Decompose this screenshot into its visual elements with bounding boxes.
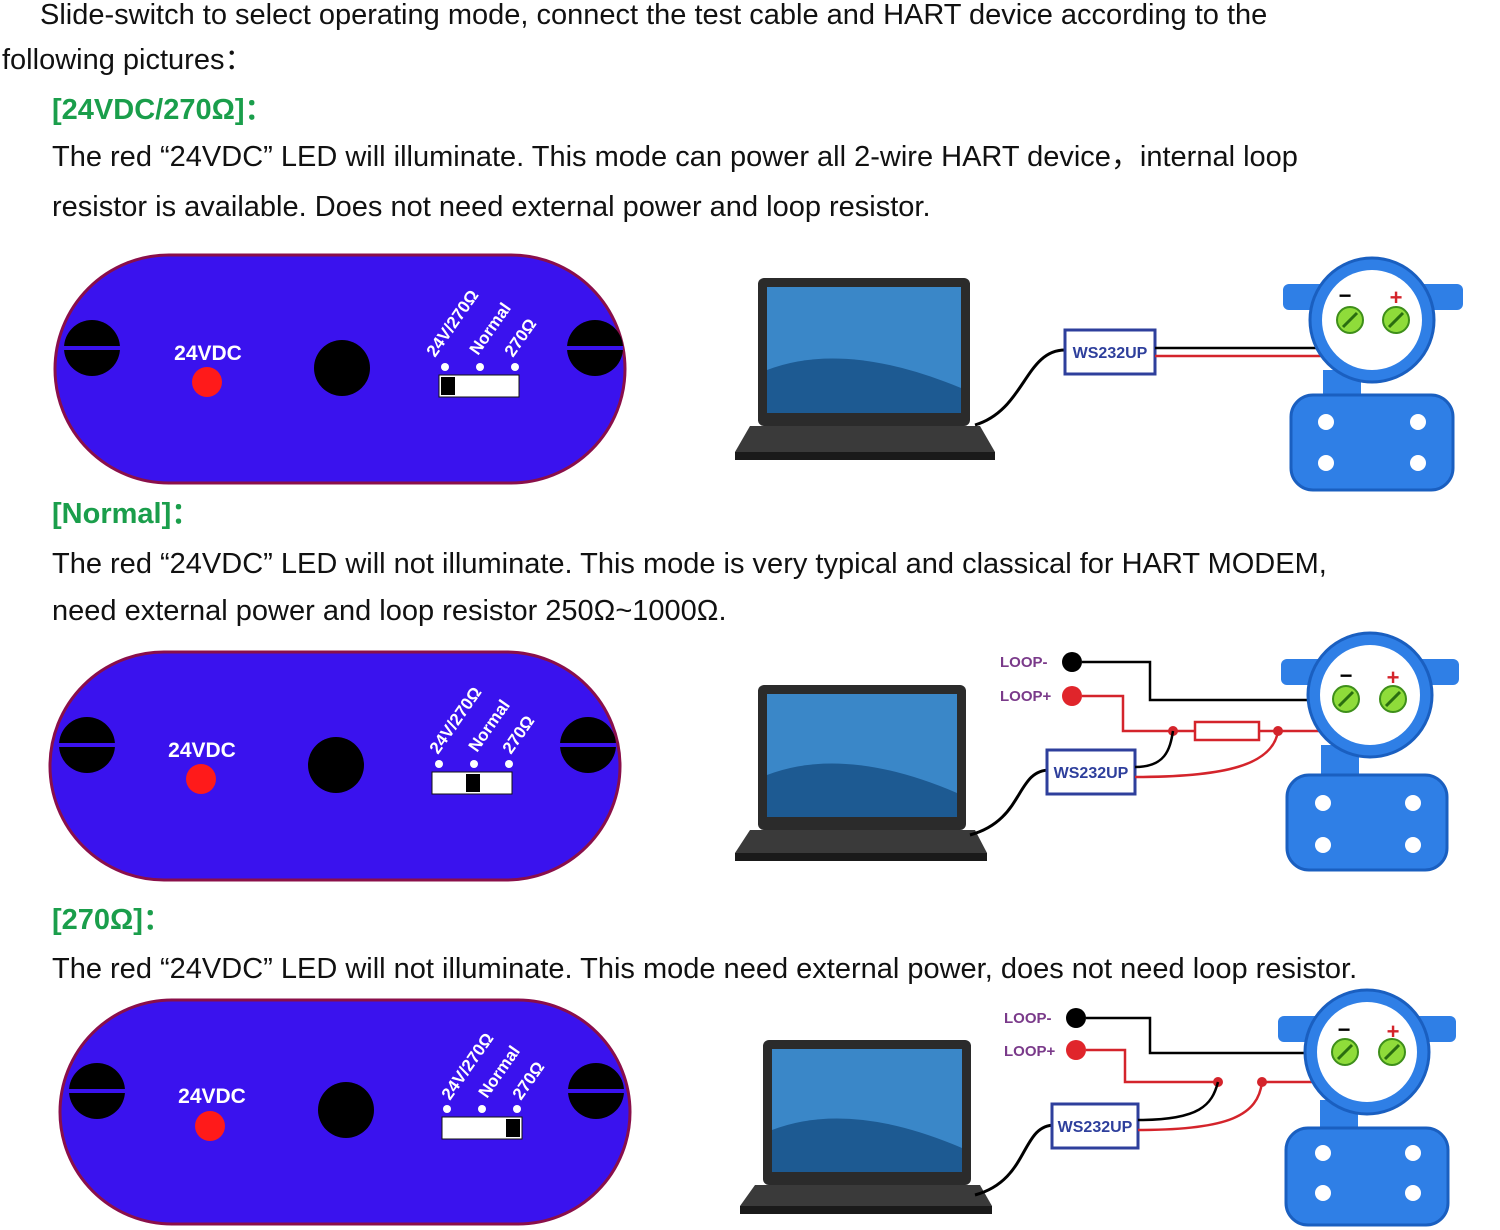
intro-line-2: following pictures： [2, 44, 254, 76]
screw-icon [567, 320, 623, 376]
hart-transmitter-icon [1278, 988, 1456, 1227]
ws232up-label: WS232UP [1054, 765, 1129, 782]
wire-hart-red [1134, 730, 1280, 779]
loop-resistor [1193, 720, 1261, 742]
laptop-icon [740, 1040, 992, 1214]
led-label: 24VDC [174, 342, 242, 365]
slide-switch [441, 1116, 523, 1140]
terminal-minus-label: − [1339, 283, 1352, 308]
screw-icon [64, 320, 120, 376]
screw-icon [59, 717, 115, 773]
loop-plus-label: LOOP+ [1000, 688, 1052, 705]
laptop-icon [735, 685, 987, 861]
wire-red-loop [1086, 1048, 1218, 1084]
loop-minus-terminal [1066, 1008, 1086, 1028]
mode-desc-normal-line-1: The red “24VDC” LED will not illuminate.… [52, 548, 1327, 580]
wire-hart-black [1134, 730, 1175, 769]
loop-plus-terminal [1066, 1040, 1086, 1060]
screw-icon [560, 717, 616, 773]
laptop-icon [735, 278, 995, 460]
mode-heading-270: [270Ω]： [52, 904, 172, 936]
mode-desc-24vdc-line-1: The red “24VDC” LED will illuminate. Thi… [52, 141, 1298, 173]
loop-minus-terminal [1062, 652, 1082, 672]
wiring-diagram-270: WS232UP LOOP- LOOP+ − + [740, 988, 1456, 1227]
loop-plus-terminal [1062, 686, 1082, 706]
hart-transmitter-icon [1281, 631, 1459, 872]
screw-icon [568, 1063, 624, 1119]
terminal-plus-label: + [1390, 285, 1403, 310]
usb-cable [969, 768, 1051, 837]
slide-switch-knob [466, 774, 480, 792]
wiring-diagram-normal: WS232UP LOOP- LOOP+ − + [735, 631, 1459, 872]
mode-desc-normal-line-2: need external power and loop resistor 25… [52, 595, 727, 627]
connector-socket [318, 1082, 374, 1138]
mode-heading-24vdc: [24VDC/270Ω]： [52, 94, 274, 126]
led-label: 24VDC [168, 739, 236, 762]
terminal-minus-label: − [1340, 663, 1353, 688]
mode-heading-normal: [Normal]： [52, 498, 201, 530]
mode-desc-270-line-1: The red “24VDC” LED will not illuminate.… [52, 953, 1358, 985]
slide-switch-knob [506, 1119, 520, 1137]
slide-switch-knob [441, 377, 455, 395]
loop-minus-label: LOOP- [1000, 654, 1048, 671]
led-indicator [195, 1111, 225, 1141]
ws232up-box [1063, 328, 1157, 376]
slide-switch [438, 374, 520, 398]
led-indicator [186, 764, 216, 794]
loop-minus-label: LOOP- [1004, 1010, 1052, 1027]
wire-red-loop [1082, 694, 1195, 733]
wire-hart-red [1137, 1081, 1264, 1132]
led-indicator [192, 367, 222, 397]
usb-cable [974, 1123, 1056, 1197]
terminal-plus-label: + [1387, 665, 1400, 690]
ws232up-box [1045, 748, 1137, 796]
mode-desc-24vdc-line-2: resistor is available. Does not need ext… [52, 191, 931, 223]
hart-transmitter-icon [1283, 256, 1463, 492]
screw-icon [69, 1063, 125, 1119]
modem-device-24vdc: 24VDC 24V/270Ω Normal 270Ω [53, 253, 627, 485]
ws232up-box [1050, 1102, 1140, 1150]
ws232up-label: WS232UP [1073, 345, 1148, 362]
wire-hart-black [1137, 1081, 1220, 1122]
connector-socket [308, 737, 364, 793]
intro-line-1: Slide-switch to select operating mode, c… [40, 0, 1268, 31]
terminal-plus-label: + [1387, 1019, 1400, 1044]
usb-cable [974, 348, 1066, 427]
led-label: 24VDC [178, 1085, 246, 1108]
ws232up-label: WS232UP [1058, 1119, 1133, 1136]
loop-plus-label: LOOP+ [1004, 1043, 1056, 1060]
wiring-diagram-24vdc: WS232UP − + [735, 256, 1463, 492]
modem-device-270: 24VDC 24V/270Ω Normal 270Ω [58, 998, 632, 1226]
modem-device-normal: 24VDC 24V/270Ω Normal 270Ω [48, 650, 622, 882]
connector-socket [314, 340, 370, 396]
terminal-minus-label: − [1338, 1017, 1351, 1042]
